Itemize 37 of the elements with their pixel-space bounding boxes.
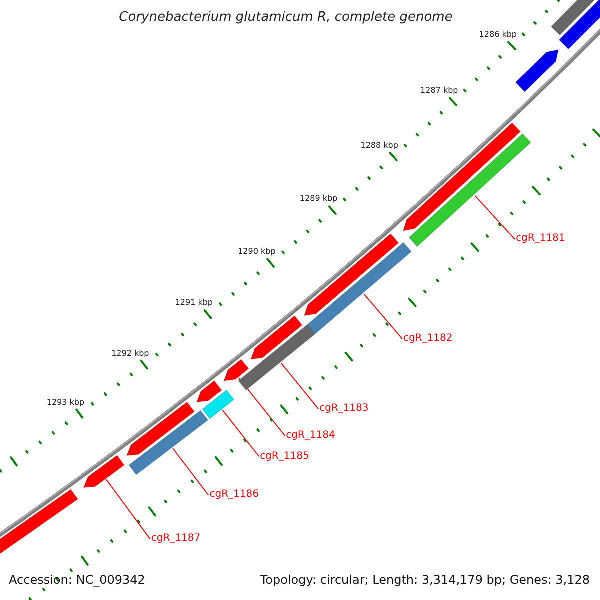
gene-label: cgR_1187 xyxy=(151,533,201,545)
gene-feature xyxy=(515,49,560,93)
gene-feature xyxy=(306,242,412,336)
gene-feature xyxy=(128,410,209,476)
leader-line xyxy=(222,410,260,458)
genome-info-text: Topology: circular; Length: 3,314,179 bp; Genes: 3,128 xyxy=(260,574,590,588)
gene-feature xyxy=(304,233,400,316)
gene-feature xyxy=(126,402,196,456)
gene-feature xyxy=(402,122,522,232)
leader-line xyxy=(474,195,516,240)
scale-label: 1293 kbp xyxy=(46,398,85,407)
scale-label: 1291 kbp xyxy=(175,298,214,308)
gene-label: cgR_1186 xyxy=(210,489,259,501)
scale-label: 1288 kbp xyxy=(360,140,398,150)
scale-label: 1289 kbp xyxy=(300,194,338,204)
gene-feature xyxy=(196,380,222,403)
leader-line xyxy=(280,362,320,410)
scale-label: 1287 kbp xyxy=(420,86,458,95)
gene-feature xyxy=(238,324,316,391)
gene-label: cgR_1181 xyxy=(516,233,566,245)
gene-label: cgR_1185 xyxy=(260,450,310,462)
gene-label: cgR_1183 xyxy=(320,403,369,415)
gene-label: cgR_1184 xyxy=(286,430,336,442)
scale-label: 1292 kbp xyxy=(112,348,150,358)
gene-feature xyxy=(223,358,250,382)
leader-line xyxy=(364,294,403,340)
gene-feature xyxy=(558,0,600,50)
gene-label: cgR_1182 xyxy=(403,333,453,345)
title: Corynebacterium glutamicum R, complete genome xyxy=(118,11,454,26)
gene-feature xyxy=(250,315,303,360)
scale-label: 1286 kbp xyxy=(479,30,517,39)
gene-feature xyxy=(202,390,235,420)
scale-label: 1290 kbp xyxy=(238,246,276,256)
leader-line xyxy=(172,448,210,496)
gene-feature xyxy=(83,454,126,488)
leader-line xyxy=(106,479,151,540)
accession-text: Accession: NC_009342 xyxy=(9,574,146,588)
